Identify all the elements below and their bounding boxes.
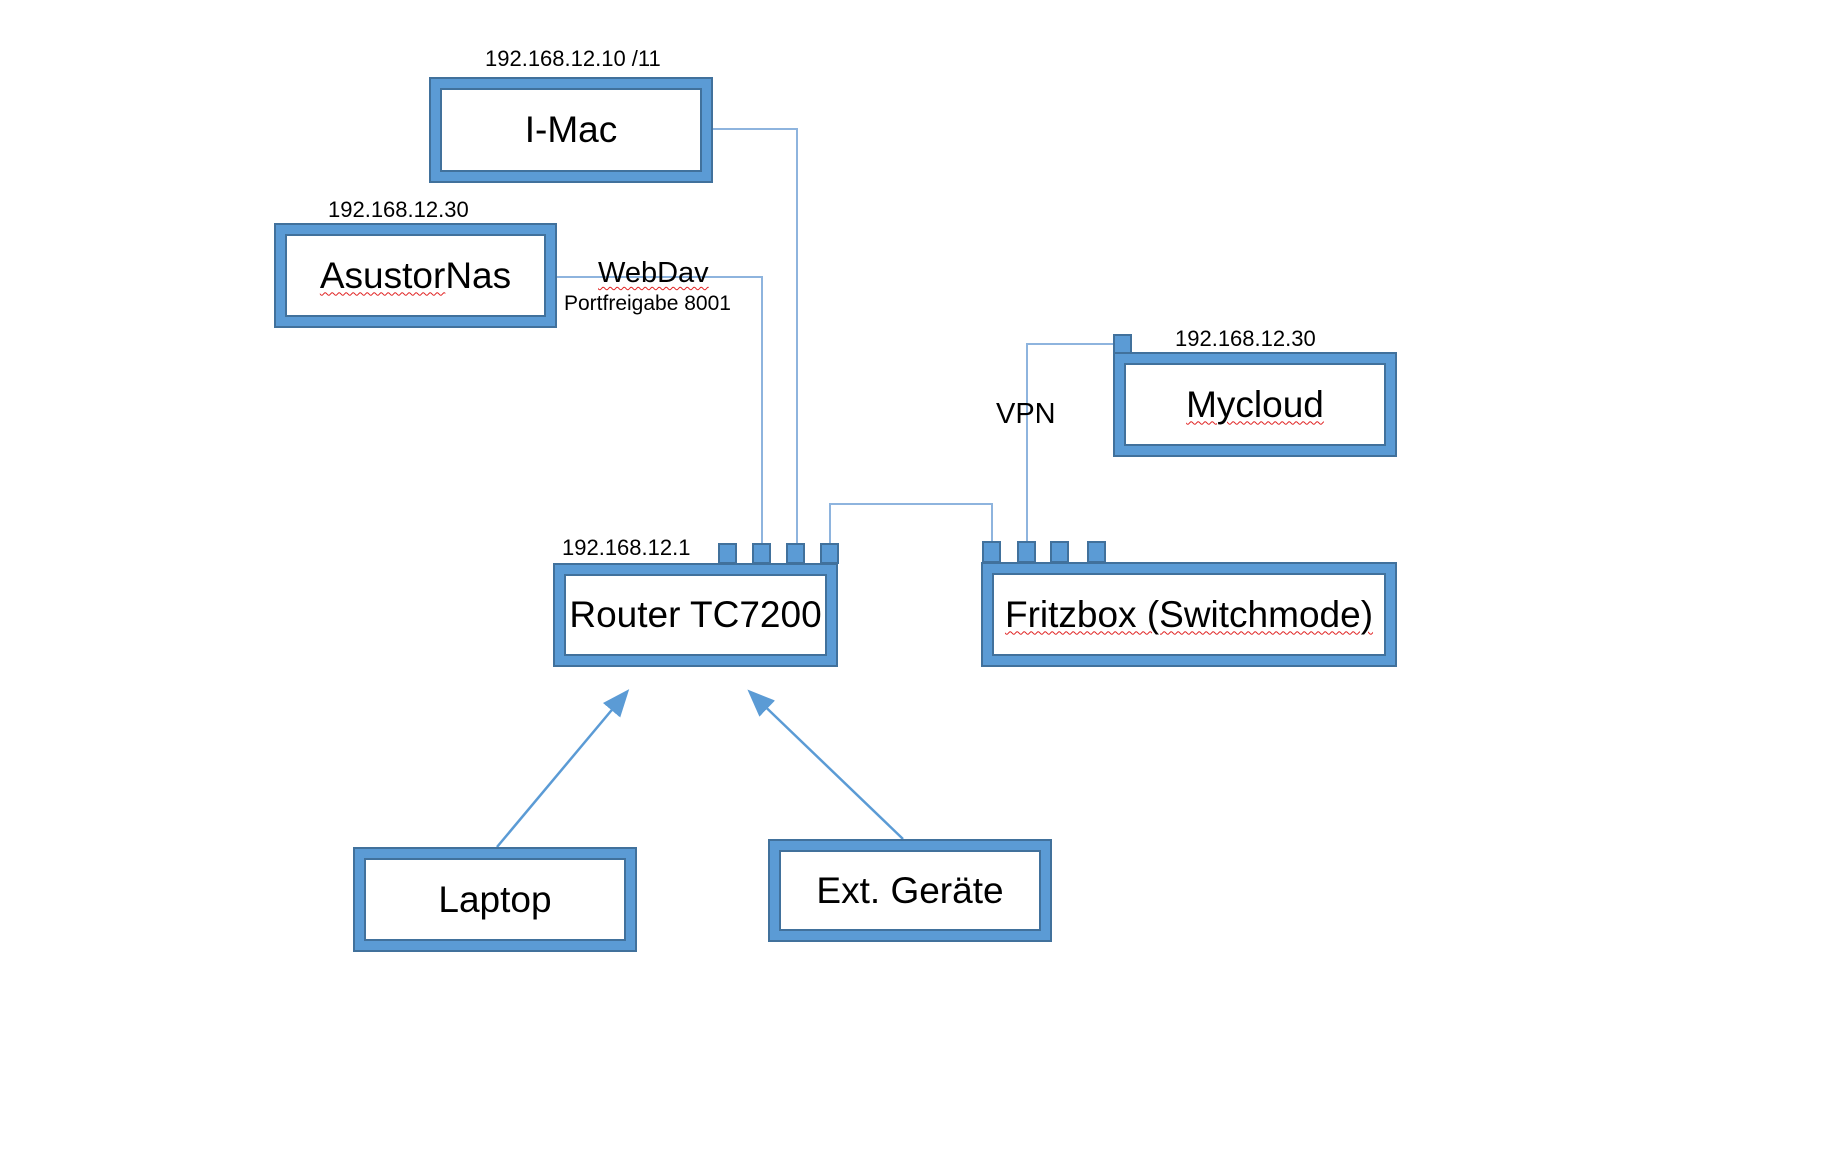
edge-router-fritzbox-v1: [829, 503, 831, 545]
node-imac: I-Mac: [429, 77, 713, 183]
node-asustor-nas: Asustor Nas: [274, 223, 557, 328]
label-vpn: VPN: [996, 398, 1056, 430]
fritzbox-port-2: [1017, 541, 1036, 563]
router-port-1: [718, 543, 737, 564]
node-mycloud-label: Mycloud: [1186, 383, 1324, 425]
node-laptop-label: Laptop: [438, 878, 552, 920]
edge-asustor-router-h: [557, 276, 763, 278]
ip-label-asustor: 192.168.12.30: [328, 197, 469, 222]
arrow-laptop-router: [496, 689, 630, 848]
node-asustor-label-word2: Nas: [445, 254, 512, 296]
fritzbox-port-4: [1087, 541, 1106, 563]
node-mycloud: Mycloud: [1113, 352, 1397, 457]
edge-mycloud-fritzbox-h: [1027, 343, 1115, 345]
node-router-label: Router TC7200: [569, 594, 822, 635]
edge-asustor-router-v: [761, 276, 763, 545]
fritzbox-port-3: [1050, 541, 1069, 563]
fritzbox-port-1: [982, 541, 1001, 563]
node-ext-geraete: Ext. Geräte: [768, 839, 1052, 942]
node-imac-label: I-Mac: [524, 109, 618, 150]
label-portfreigabe: Portfreigabe 8001: [564, 292, 731, 315]
router-port-3: [786, 543, 805, 564]
node-laptop: Laptop: [353, 847, 637, 952]
ip-label-imac: 192.168.12.10 /11: [485, 46, 661, 71]
node-fritzbox-label: Fritzbox (Switchmode): [1004, 593, 1374, 635]
mycloud-port: [1113, 334, 1132, 354]
node-router-tc7200: Router TC7200: [553, 563, 838, 667]
ip-label-mycloud: 192.168.12.30: [1175, 326, 1316, 351]
node-asustor-label-word1: Asustor: [319, 254, 446, 296]
edge-imac-router-h: [713, 128, 797, 130]
edge-router-fritzbox-h: [829, 503, 993, 505]
edge-mycloud-fritzbox-v: [1026, 343, 1028, 543]
node-ext-geraete-label: Ext. Geräte: [816, 869, 1004, 911]
edge-router-fritzbox-v2: [991, 503, 993, 543]
node-fritzbox: Fritzbox (Switchmode): [981, 562, 1397, 667]
router-port-4: [820, 543, 839, 564]
label-webdav: WebDav: [598, 257, 709, 289]
router-port-2: [752, 543, 771, 564]
edge-imac-router-v: [796, 128, 798, 545]
arrow-extgeraete-router: [747, 689, 904, 840]
ip-label-router: 192.168.12.1: [562, 535, 691, 560]
